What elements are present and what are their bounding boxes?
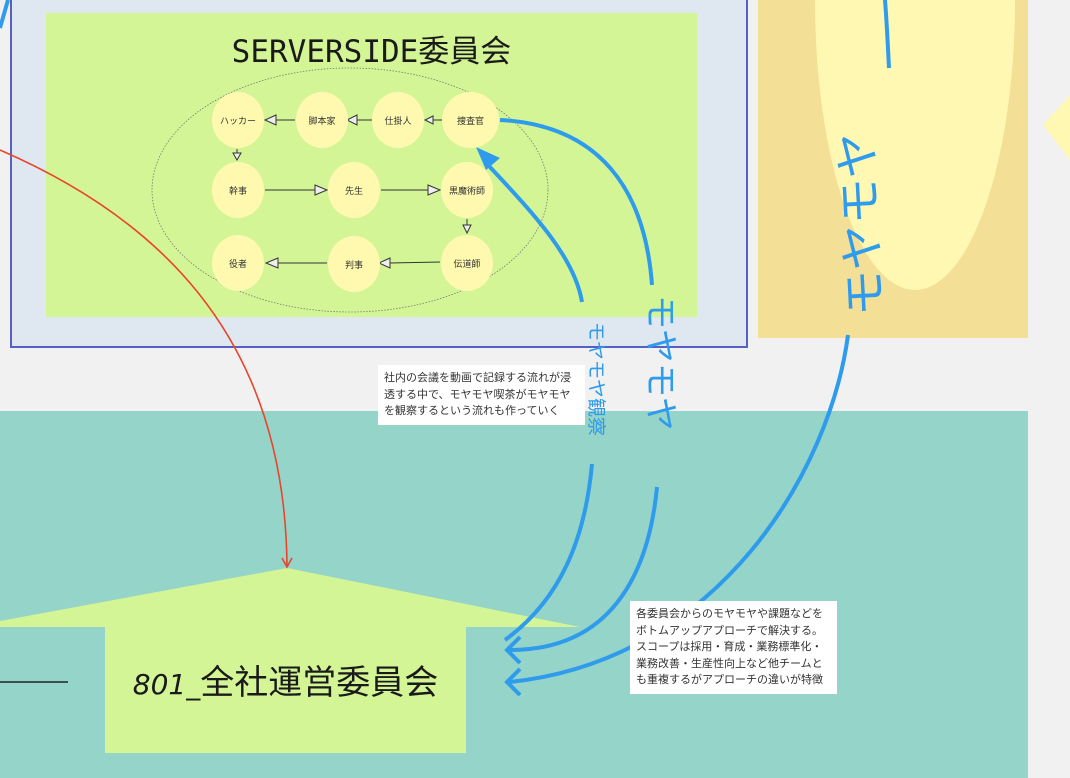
node-organizer[interactable]: 幹事 <box>212 162 264 218</box>
blue-arrow-3b <box>509 334 850 684</box>
blue-arrow-3a <box>883 0 891 69</box>
main-committee-shape <box>0 568 580 753</box>
blue-arrow-1a <box>499 118 654 286</box>
node-investigator[interactable]: 捜査官 <box>442 92 499 148</box>
blue-arrow-2b <box>503 463 594 642</box>
cycle-ellipse <box>151 67 549 313</box>
yellow-ellipse <box>815 0 1015 290</box>
note-scope[interactable]: 各委員会からのモヤモヤや課題などをボトムアップアプローチで解決する。スコープは採… <box>630 601 837 694</box>
node-hacker[interactable]: ハッカー <box>212 92 264 148</box>
node-actor[interactable]: 役者 <box>212 235 264 291</box>
main-committee-label: 801_全社運営委員会 <box>105 655 466 704</box>
blue-arrow-1b <box>509 486 659 652</box>
label-moyamoya-center: モヤモヤ <box>640 295 680 431</box>
node-teacher[interactable]: 先生 <box>328 162 380 218</box>
red-arrow <box>0 149 288 567</box>
main-committee-name: 全社運営委員会 <box>200 663 439 703</box>
blue-arrow-topleft <box>0 0 10 29</box>
blue-arrowhead-1 <box>504 635 522 665</box>
node-scriptwriter[interactable]: 脚本家 <box>296 92 348 148</box>
blue-arrow-2a <box>486 163 584 303</box>
node-judge[interactable]: 判事 <box>328 236 380 292</box>
node-schemer[interactable]: 仕掛人 <box>372 92 424 148</box>
label-moyamoya-right: モヤモヤ <box>829 130 893 318</box>
note-observation[interactable]: 社内の会議を動画で記録する流れが浸透する中で、モヤモヤ喫茶がモヤモヤを観察すると… <box>378 365 585 425</box>
node-arrows <box>232 114 472 269</box>
blue-arrowhead-2 <box>476 147 500 170</box>
red-arrowhead <box>281 557 293 569</box>
yellow-diamond <box>1043 95 1070 160</box>
node-black-mage[interactable]: 黒魔術師 <box>441 162 493 218</box>
node-missionary[interactable]: 伝道師 <box>441 235 493 291</box>
label-moyamoya-observe: モヤモヤ観察 <box>585 322 607 437</box>
committee-title: SERVERSIDE委員会 <box>231 34 512 70</box>
blue-arrowhead-3 <box>504 667 522 697</box>
main-committee-number: 801_ <box>132 668 201 701</box>
